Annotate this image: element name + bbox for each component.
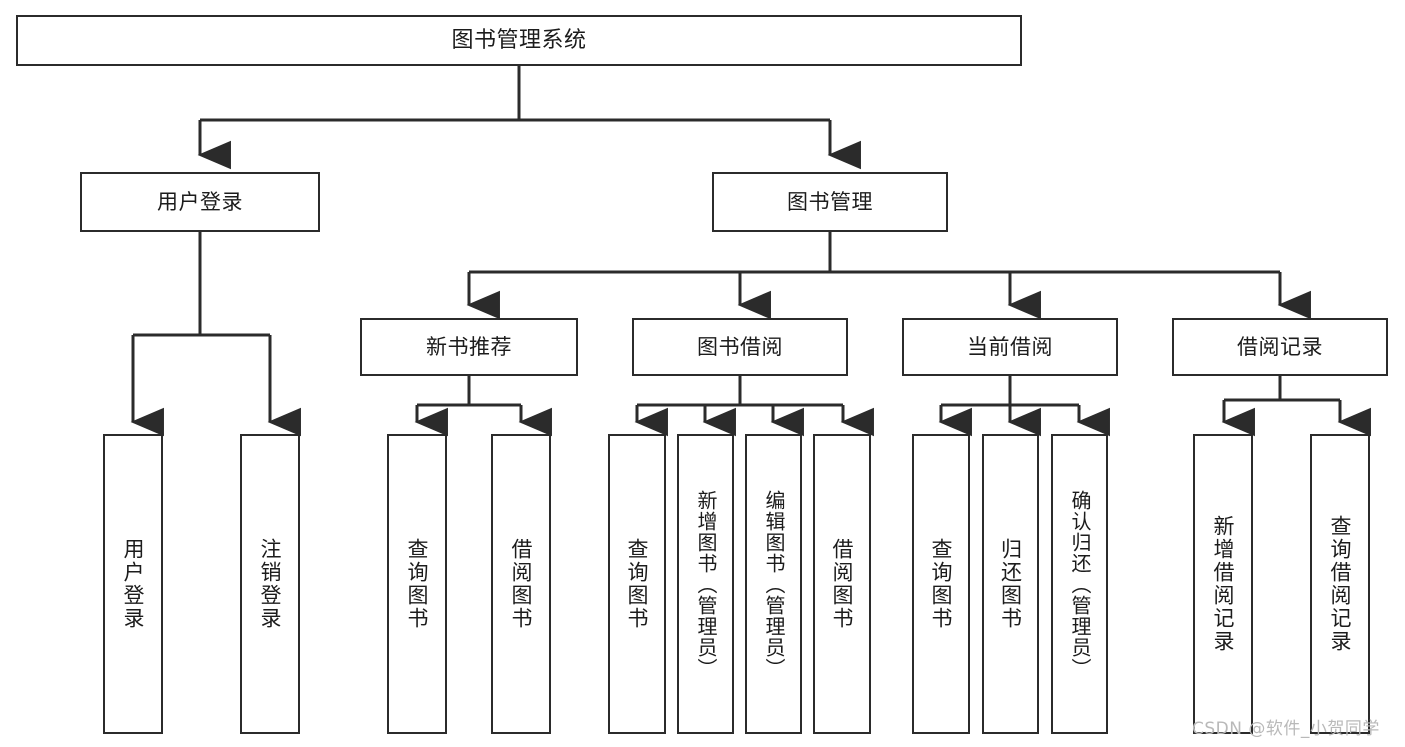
node-leaf-add-book-admin-label: 新增图书（管理员） (694, 489, 718, 679)
node-current-borrow-label: 当前借阅 (967, 334, 1053, 359)
node-leaf-user-login[interactable]: 用户登录 (103, 434, 163, 734)
node-leaf-logout-label: 注销登录 (258, 538, 283, 630)
node-leaf-borrow-book-recommend[interactable]: 借阅图书 (491, 434, 551, 734)
node-leaf-query-book-current-label: 查询图书 (929, 538, 954, 630)
node-leaf-query-book-borrow[interactable]: 查询图书 (608, 434, 666, 734)
node-leaf-edit-book-admin-label: 编辑图书（管理员） (762, 489, 786, 679)
node-root-system[interactable]: 图书管理系统 (16, 15, 1022, 66)
node-leaf-borrow-book-label: 借阅图书 (830, 538, 855, 630)
node-leaf-add-borrow-record[interactable]: 新增借阅记录 (1193, 434, 1253, 734)
node-book-management-label: 图书管理 (787, 189, 873, 214)
node-book-borrow-label: 图书借阅 (697, 334, 783, 359)
node-new-book-recommend[interactable]: 新书推荐 (360, 318, 578, 376)
node-leaf-query-book-borrow-label: 查询图书 (625, 538, 650, 630)
node-leaf-logout[interactable]: 注销登录 (240, 434, 300, 734)
node-current-borrow[interactable]: 当前借阅 (902, 318, 1118, 376)
node-leaf-query-book-recommend-label: 查询图书 (405, 538, 430, 630)
node-leaf-return-book-label: 归还图书 (998, 538, 1023, 630)
node-leaf-add-borrow-record-label: 新增借阅记录 (1211, 515, 1236, 653)
node-leaf-add-book-admin[interactable]: 新增图书（管理员） (677, 434, 734, 734)
node-leaf-confirm-return-admin[interactable]: 确认归还（管理员） (1051, 434, 1108, 734)
node-leaf-query-borrow-record-label: 查询借阅记录 (1328, 515, 1353, 653)
node-borrow-record-label: 借阅记录 (1237, 334, 1323, 359)
node-root-system-label: 图书管理系统 (451, 27, 587, 53)
csdn-watermark: CSDN @软件_小贺同学 (1192, 719, 1380, 739)
node-leaf-confirm-return-admin-label: 确认归还（管理员） (1068, 489, 1092, 679)
node-leaf-borrow-book[interactable]: 借阅图书 (813, 434, 871, 734)
node-leaf-borrow-book-recommend-label: 借阅图书 (509, 538, 534, 630)
node-leaf-user-login-label: 用户登录 (121, 538, 146, 630)
node-leaf-query-borrow-record[interactable]: 查询借阅记录 (1310, 434, 1370, 734)
node-user-login-label: 用户登录 (157, 189, 243, 214)
node-borrow-record[interactable]: 借阅记录 (1172, 318, 1388, 376)
node-leaf-edit-book-admin[interactable]: 编辑图书（管理员） (745, 434, 802, 734)
node-book-borrow[interactable]: 图书借阅 (632, 318, 848, 376)
node-leaf-query-book-recommend[interactable]: 查询图书 (387, 434, 447, 734)
node-new-book-recommend-label: 新书推荐 (426, 334, 512, 359)
node-user-login[interactable]: 用户登录 (80, 172, 320, 232)
node-leaf-query-book-current[interactable]: 查询图书 (912, 434, 970, 734)
node-book-management[interactable]: 图书管理 (712, 172, 948, 232)
node-leaf-return-book[interactable]: 归还图书 (982, 434, 1039, 734)
